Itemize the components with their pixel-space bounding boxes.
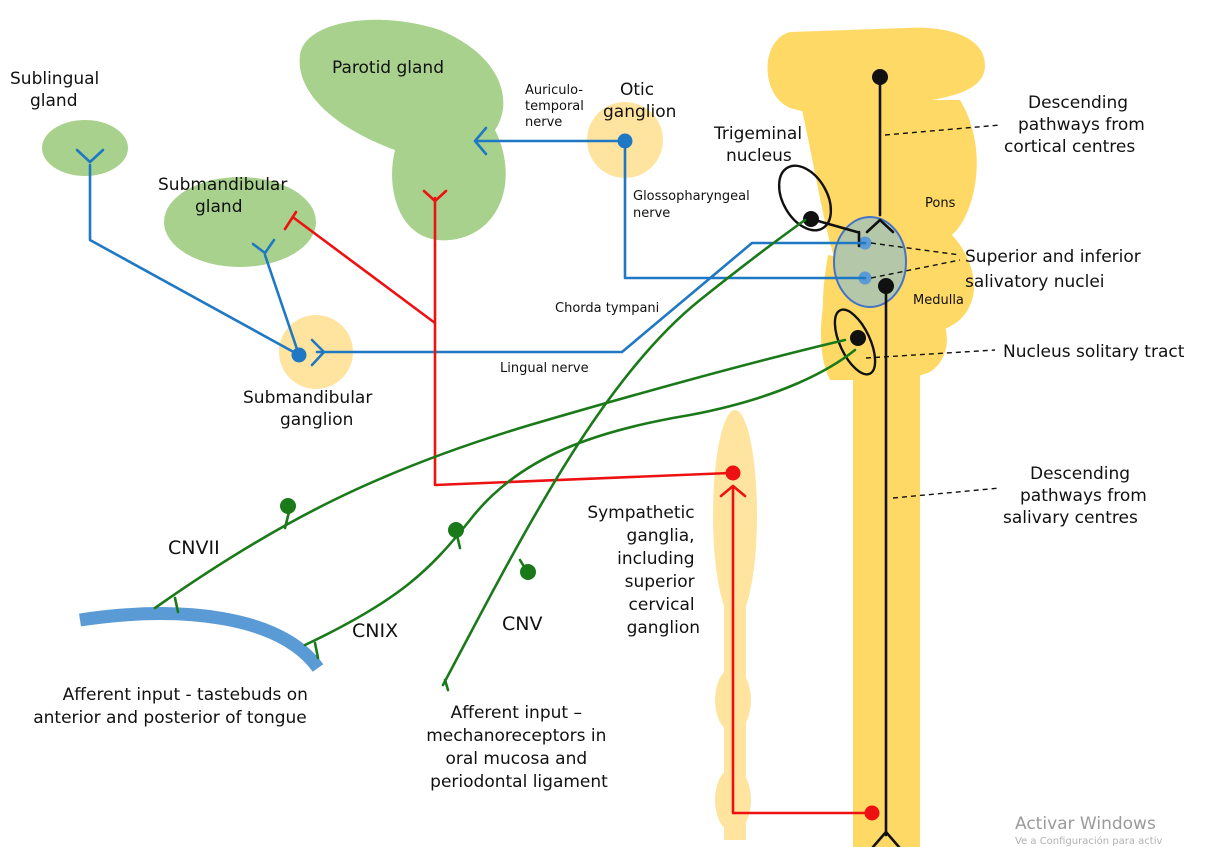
cnvii-label: CNVII xyxy=(168,537,220,559)
lingual-nerve-label: Lingual nerve xyxy=(500,361,589,376)
trigeminal-nucleus-outline xyxy=(777,164,833,232)
parasympathetic-pathways xyxy=(75,126,867,367)
submandibular-gland-label-line1: Submandibular xyxy=(158,175,287,195)
submandibular-ganglion-label: Submandibular ganglion xyxy=(243,388,378,430)
descending-cortical-line1: Descending xyxy=(1028,93,1128,113)
afferent-mechano-line2: mechanoreceptors in xyxy=(426,726,606,746)
auriculotemporal-label-line1: Auriculo- xyxy=(525,83,583,98)
trigeminal-label-line1: Trigeminal xyxy=(713,124,802,144)
otic-ganglion-label: Otic ganglion xyxy=(603,80,676,122)
glossopharyngeal-label-line1: Glossopharyngeal xyxy=(633,189,750,204)
cnix-label: CNIX xyxy=(352,620,398,642)
otic-ganglion-label-line2: ganglion xyxy=(603,102,676,122)
brainstem xyxy=(767,27,985,847)
parotid-gland xyxy=(299,19,506,241)
leader-descending-cortical xyxy=(884,124,1001,136)
sublingual-gland-label-line1: Sublingual xyxy=(10,69,99,89)
glossopharyngeal-nerve-label: Glossopharyngeal nerve xyxy=(633,189,754,221)
sublingual-gland-label-line2: gland xyxy=(30,91,78,111)
afferent-mechano-label: Afferent input – mechanoreceptors in ora… xyxy=(426,703,612,792)
afferent-tastebuds-label: Afferent input - tastebuds on anterior a… xyxy=(33,685,313,728)
afferent-mechano-line4: periodontal ligament xyxy=(430,772,608,792)
leader-solitary-tract xyxy=(865,349,996,359)
sympathetic-ganglia-label: Sympathetic ganglia, including superior … xyxy=(587,503,700,638)
cnix-ganglion-cell xyxy=(448,522,464,538)
descending-cortical-line3: cortical centres xyxy=(1004,137,1135,157)
trigeminal-label-line2: nucleus xyxy=(726,146,792,166)
sympathetic-ganglia-line4: superior xyxy=(625,572,695,592)
descending-salivary-line2: pathways from xyxy=(1020,486,1147,506)
spinal-sympathetic-cell xyxy=(864,805,880,821)
tongue xyxy=(79,607,324,672)
submandibular-gland-label: Submandibular gland xyxy=(158,175,293,217)
auriculotemporal-nerve-label: Auriculo- temporal nerve xyxy=(525,83,588,130)
descending-salivary-line1: Descending xyxy=(1030,464,1130,484)
submandibular-ganglion-label-line1: Submandibular xyxy=(243,388,372,408)
medulla-label: Medulla xyxy=(913,293,964,308)
submandibular-gland-label-line2: gland xyxy=(195,197,243,217)
afferent-tastebuds-line1: Afferent input - tastebuds on xyxy=(63,685,308,705)
windows-activation-watermark-sub: Ve a Configuración para activ xyxy=(1015,835,1162,847)
afferent-tastebuds-line2: anterior and posterior of tongue xyxy=(33,708,307,728)
glossopharyngeal-label-line2: nerve xyxy=(633,206,670,221)
sublingual-gland xyxy=(42,120,128,176)
salivary-nuclei-label: Superior and inferior salivatory nuclei xyxy=(965,247,1146,292)
afferent-mechano-line1: Afferent input – xyxy=(451,703,582,723)
central-pathways xyxy=(809,75,901,847)
submandibular-ganglion-label-line2: ganglion xyxy=(280,410,353,430)
sympathetic-ganglia-line5: cervical xyxy=(629,595,695,615)
submandibular-gland xyxy=(164,177,316,267)
salivary-nuclei-line2: salivatory nuclei xyxy=(965,272,1105,292)
parotid-gland-label: Parotid gland xyxy=(332,58,444,78)
chorda-tympani-label: Chorda tympani xyxy=(555,301,659,316)
otic-ganglion-label-line1: Otic xyxy=(620,80,654,100)
cnv-label: CNV xyxy=(502,613,542,635)
otic-ganglion-cell xyxy=(617,133,633,149)
salivary-nuclei-line1: Superior and inferior xyxy=(965,247,1141,267)
sympathetic-ganglia-line2: ganglia, xyxy=(627,526,695,546)
descending-cortical-label: Descending pathways from cortical centre… xyxy=(1004,93,1150,157)
auriculotemporal-label-line2: temporal xyxy=(525,99,584,114)
descending-salivary-label: Descending pathways from salivary centre… xyxy=(1003,464,1152,528)
sympathetic-ganglion-superior xyxy=(713,410,757,620)
leader-salivary-nuclei xyxy=(870,242,961,256)
cnv-ganglion-cell xyxy=(520,564,536,580)
sympathetic-ganglia-line3: including xyxy=(617,549,694,569)
trigeminal-nucleus-label: Trigeminal nucleus xyxy=(713,124,807,166)
descending-salivary-line3: salivary centres xyxy=(1003,508,1138,528)
sublingual-gland-label: Sublingual gland xyxy=(10,69,105,111)
sympathetic-ganglia-line1: Sympathetic xyxy=(587,503,694,523)
pons-label: Pons xyxy=(925,196,956,211)
auriculotemporal-label-line3: nerve xyxy=(525,115,562,130)
nucleus-solitary-tract-outline xyxy=(833,308,877,376)
submandibular-ganglion-cell xyxy=(291,347,307,363)
afferent-mechano-line3: oral mucosa and xyxy=(445,749,587,769)
descending-cortical-line2: pathways from xyxy=(1018,115,1145,135)
windows-activation-watermark: Activar Windows xyxy=(1015,814,1156,834)
sympathetic-ganglia-line6: ganglion xyxy=(627,618,700,638)
cnvii-ganglion-cell xyxy=(280,498,296,514)
afferent-pathways xyxy=(153,218,857,692)
nucleus-solitary-tract-label: Nucleus solitary tract xyxy=(1003,342,1185,362)
leader-salivary-nuclei-2 xyxy=(870,259,961,279)
sympathetic-chain xyxy=(713,410,757,840)
sympathetic-ganglion-cell xyxy=(725,465,741,481)
